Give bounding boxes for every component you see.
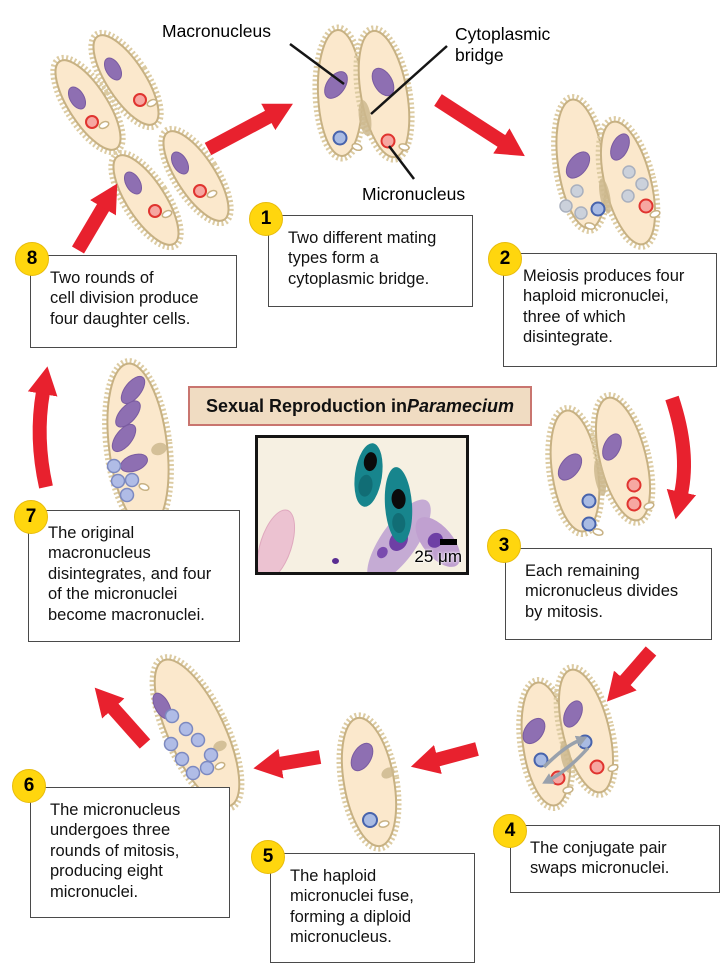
arrow-4-to-5 — [410, 742, 479, 774]
step-2-box: Meiosis produces four haploid micronucle… — [503, 253, 717, 367]
arrow-1-to-2 — [434, 94, 525, 157]
step-3-badge: 3 — [487, 529, 521, 563]
figure-title: Sexual Reproduction in Paramecium — [188, 386, 532, 426]
step-5-box: The haploid micronuclei fuse, forming a … — [270, 853, 475, 963]
step-4-badge: 4 — [493, 814, 527, 848]
step-3-box: Each remaining micronucleus divides by m… — [505, 548, 712, 640]
arrow-3-to-4 — [606, 646, 657, 702]
step-1-box: Two different mating types form a cytopl… — [268, 215, 473, 307]
arrow-5-to-6 — [253, 748, 322, 779]
stage4-nuclei — [522, 700, 619, 794]
step-7-badge: 7 — [14, 500, 48, 534]
figure-title-italic: Paramecium — [406, 395, 515, 416]
figure-title-prefix: Sexual Reproduction in — [205, 395, 407, 416]
stage5-nuclei — [350, 742, 390, 828]
step-2-badge: 2 — [488, 242, 522, 276]
step-1-badge: 1 — [249, 202, 283, 236]
stage7-nuclei — [106, 375, 150, 503]
stage3-nuclei — [557, 433, 655, 536]
arrow-8-to-cells — [71, 183, 118, 254]
callout-lines — [289, 42, 448, 180]
swap-arrow-left — [542, 746, 590, 784]
stage7-cell — [102, 358, 174, 534]
micrograph-debris — [332, 558, 339, 564]
stage8-nuclei — [67, 57, 218, 219]
stage6-cell — [149, 654, 245, 812]
micrograph-pink-cell — [258, 504, 303, 572]
arrow-6-to-7 — [94, 687, 151, 749]
micronucleus-line — [388, 145, 415, 180]
stage8-daughter-cells — [50, 29, 234, 251]
stage1-nuclei — [324, 67, 410, 152]
step-4-box: The conjugate pair swaps micronuclei. — [510, 825, 720, 893]
scale-label: 25 μm — [414, 547, 462, 566]
step-5-badge: 5 — [251, 840, 285, 874]
step-6-badge: 6 — [12, 769, 46, 803]
step-7-box: The original macronucleus disintegrates,… — [28, 510, 240, 642]
cytoplasmic-bridge-line — [370, 45, 448, 115]
stage5-cell — [336, 712, 402, 852]
scale-bar — [440, 539, 457, 545]
arrow-2-to-3 — [665, 395, 697, 520]
stage4-cells — [516, 664, 619, 811]
swap-arrow-right — [542, 735, 588, 769]
step-8-badge: 8 — [15, 242, 49, 276]
step-6-box: The micronucleus undergoes three rounds … — [30, 787, 230, 918]
macronucleus-label: Macronucleus — [162, 21, 271, 41]
arrow-7-to-8 — [27, 366, 58, 489]
macronucleus-line — [289, 42, 345, 86]
micronucleus-label: Micronucleus — [362, 184, 466, 204]
step-8-box: Two rounds of cell division produce four… — [30, 255, 237, 348]
stage1-conjugating-pair — [312, 24, 415, 163]
cycle-arrows — [27, 94, 697, 779]
paramecium-micrograph: 25 μm — [255, 435, 469, 575]
stage6-nuclei — [152, 692, 226, 781]
stage2-cells — [551, 94, 661, 250]
micrograph-teal-cell-1 — [350, 441, 387, 509]
stage2-nuclei — [559, 133, 661, 230]
stage3-cells — [545, 392, 656, 537]
cytoplasmic-bridge-label: Cytoplasmic bridge — [455, 24, 551, 65]
arrow-cells-to-1 — [204, 103, 293, 156]
